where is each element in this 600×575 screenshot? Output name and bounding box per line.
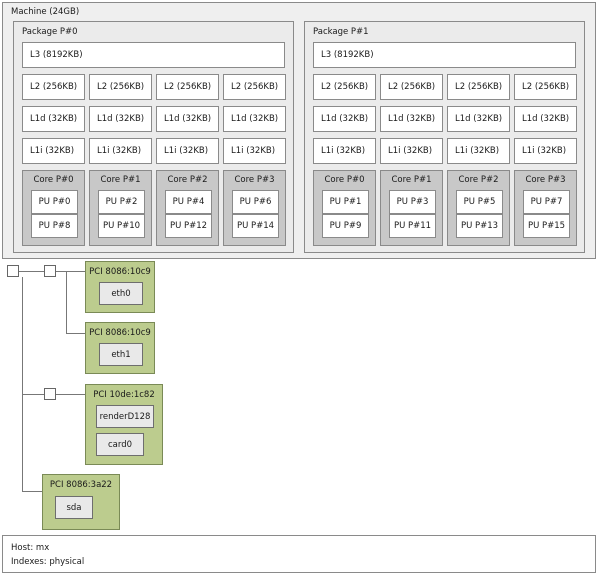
cache-l1d-1-3: L1d (32KB) bbox=[514, 106, 577, 132]
pci-device-box-1: PCI 8086:10c9 eth1 bbox=[85, 322, 155, 374]
core-label-1-2: Core P#2 bbox=[458, 175, 499, 185]
core-label-1-3: Core P#3 bbox=[525, 175, 566, 185]
cache-l3-0: L3 (8192KB) bbox=[22, 42, 285, 68]
core-box-1-1: Core P#1 PU P#3 PU P#11 bbox=[380, 170, 443, 246]
pci-device-label-1: PCI 8086:10c9 bbox=[89, 328, 151, 338]
pci-bridge-icon-2 bbox=[44, 388, 56, 400]
legend-box: Host: mx Indexes: physical bbox=[2, 535, 596, 573]
pu-box-1-2-1: PU P#13 bbox=[456, 214, 503, 238]
core-box-0-0: Core P#0 PU P#0 PU P#8 bbox=[22, 170, 85, 246]
cache-l1d-1-1: L1d (32KB) bbox=[380, 106, 443, 132]
cache-l1i-0-1: L1i (32KB) bbox=[89, 138, 152, 164]
package-box-1: Package P#1 L3 (8192KB) L2 (256KB) L2 (2… bbox=[304, 21, 585, 253]
pci-device-box-3: PCI 8086:3a22 sda bbox=[42, 474, 120, 530]
cache-l1i-0-3: L1i (32KB) bbox=[223, 138, 286, 164]
cache-l1i-1-3: L1i (32KB) bbox=[514, 138, 577, 164]
core-label-0-0: Core P#0 bbox=[33, 175, 74, 185]
pci-device-label-2: PCI 10de:1c82 bbox=[93, 390, 155, 400]
pu-box-0-3-1: PU P#14 bbox=[232, 214, 279, 238]
pci-device-box-0: PCI 8086:10c9 eth0 bbox=[85, 261, 155, 313]
core-box-1-0: Core P#0 PU P#1 PU P#9 bbox=[313, 170, 376, 246]
pu-box-1-2-0: PU P#5 bbox=[456, 190, 503, 214]
cache-l1d-1-2: L1d (32KB) bbox=[447, 106, 510, 132]
link-bridge1-to-pci1 bbox=[66, 333, 85, 334]
link-root-to-pci3 bbox=[22, 491, 42, 492]
cache-l1d-0-0: L1d (32KB) bbox=[22, 106, 85, 132]
link-bridge1-to-pci0 bbox=[56, 271, 85, 272]
pu-box-0-3-0: PU P#6 bbox=[232, 190, 279, 214]
cache-l3-1: L3 (8192KB) bbox=[313, 42, 576, 68]
osdev-box-sda: sda bbox=[55, 496, 93, 519]
machine-label: Machine (24GB) bbox=[11, 7, 80, 17]
package-label-1: Package P#1 bbox=[313, 27, 369, 37]
cache-l1i-0-0: L1i (32KB) bbox=[22, 138, 85, 164]
pu-box-0-2-0: PU P#4 bbox=[165, 190, 212, 214]
cache-l2-1-3: L2 (256KB) bbox=[514, 74, 577, 100]
host-bridge-icon bbox=[7, 265, 19, 277]
cache-l2-1-2: L2 (256KB) bbox=[447, 74, 510, 100]
core-box-0-3: Core P#3 PU P#6 PU P#14 bbox=[223, 170, 286, 246]
pu-box-1-1-0: PU P#3 bbox=[389, 190, 436, 214]
pu-box-1-3-1: PU P#15 bbox=[523, 214, 570, 238]
pci-bridge-icon-1 bbox=[44, 265, 56, 277]
package-label-0: Package P#0 bbox=[22, 27, 78, 37]
core-label-0-2: Core P#2 bbox=[167, 175, 208, 185]
core-label-1-1: Core P#1 bbox=[391, 175, 432, 185]
cache-l2-0-2: L2 (256KB) bbox=[156, 74, 219, 100]
machine-box: Machine (24GB) Package P#0 L3 (8192KB) L… bbox=[2, 2, 596, 259]
pu-box-1-0-0: PU P#1 bbox=[322, 190, 369, 214]
cache-l1d-1-0: L1d (32KB) bbox=[313, 106, 376, 132]
core-label-1-0: Core P#0 bbox=[324, 175, 365, 185]
pu-box-0-1-0: PU P#2 bbox=[98, 190, 145, 214]
core-label-0-3: Core P#3 bbox=[234, 175, 275, 185]
osdev-box-renderd128: renderD128 bbox=[96, 405, 154, 428]
cache-l1d-0-2: L1d (32KB) bbox=[156, 106, 219, 132]
cache-l1i-1-1: L1i (32KB) bbox=[380, 138, 443, 164]
core-box-1-2: Core P#2 PU P#5 PU P#13 bbox=[447, 170, 510, 246]
legend-indexes: Indexes: physical bbox=[11, 557, 85, 567]
cache-l2-0-3: L2 (256KB) bbox=[223, 74, 286, 100]
cache-l1d-0-3: L1d (32KB) bbox=[223, 106, 286, 132]
package-box-0: Package P#0 L3 (8192KB) L2 (256KB) L2 (2… bbox=[13, 21, 294, 253]
cache-l1i-1-2: L1i (32KB) bbox=[447, 138, 510, 164]
core-label-0-1: Core P#1 bbox=[100, 175, 141, 185]
core-box-0-1: Core P#1 PU P#2 PU P#10 bbox=[89, 170, 152, 246]
link-bridge1-vertical bbox=[66, 271, 67, 333]
link-root-to-bridge1 bbox=[19, 271, 44, 272]
pu-box-1-3-0: PU P#7 bbox=[523, 190, 570, 214]
legend-host: Host: mx bbox=[11, 543, 50, 553]
osdev-box-eth1: eth1 bbox=[99, 343, 143, 366]
pu-box-1-1-1: PU P#11 bbox=[389, 214, 436, 238]
cache-l1i-1-0: L1i (32KB) bbox=[313, 138, 376, 164]
pci-device-box-2: PCI 10de:1c82 renderD128 card0 bbox=[85, 384, 163, 465]
link-root-to-bridge2 bbox=[22, 394, 44, 395]
pci-device-label-0: PCI 8086:10c9 bbox=[89, 267, 151, 277]
osdev-box-eth0: eth0 bbox=[99, 282, 143, 305]
cache-l1d-0-1: L1d (32KB) bbox=[89, 106, 152, 132]
cache-l1i-0-2: L1i (32KB) bbox=[156, 138, 219, 164]
pu-box-0-0-1: PU P#8 bbox=[31, 214, 78, 238]
core-box-1-3: Core P#3 PU P#7 PU P#15 bbox=[514, 170, 577, 246]
osdev-box-card0: card0 bbox=[96, 433, 144, 456]
cache-l2-0-1: L2 (256KB) bbox=[89, 74, 152, 100]
pu-box-0-0-0: PU P#0 bbox=[31, 190, 78, 214]
pu-box-1-0-1: PU P#9 bbox=[322, 214, 369, 238]
core-box-0-2: Core P#2 PU P#4 PU P#12 bbox=[156, 170, 219, 246]
pu-box-0-1-1: PU P#10 bbox=[98, 214, 145, 238]
pci-device-label-3: PCI 8086:3a22 bbox=[49, 480, 113, 490]
pu-box-0-2-1: PU P#12 bbox=[165, 214, 212, 238]
cache-l2-1-0: L2 (256KB) bbox=[313, 74, 376, 100]
cache-l2-1-1: L2 (256KB) bbox=[380, 74, 443, 100]
cache-l2-0-0: L2 (256KB) bbox=[22, 74, 85, 100]
link-bridge2-to-pci2 bbox=[56, 394, 85, 395]
link-root-trunk bbox=[22, 277, 23, 491]
